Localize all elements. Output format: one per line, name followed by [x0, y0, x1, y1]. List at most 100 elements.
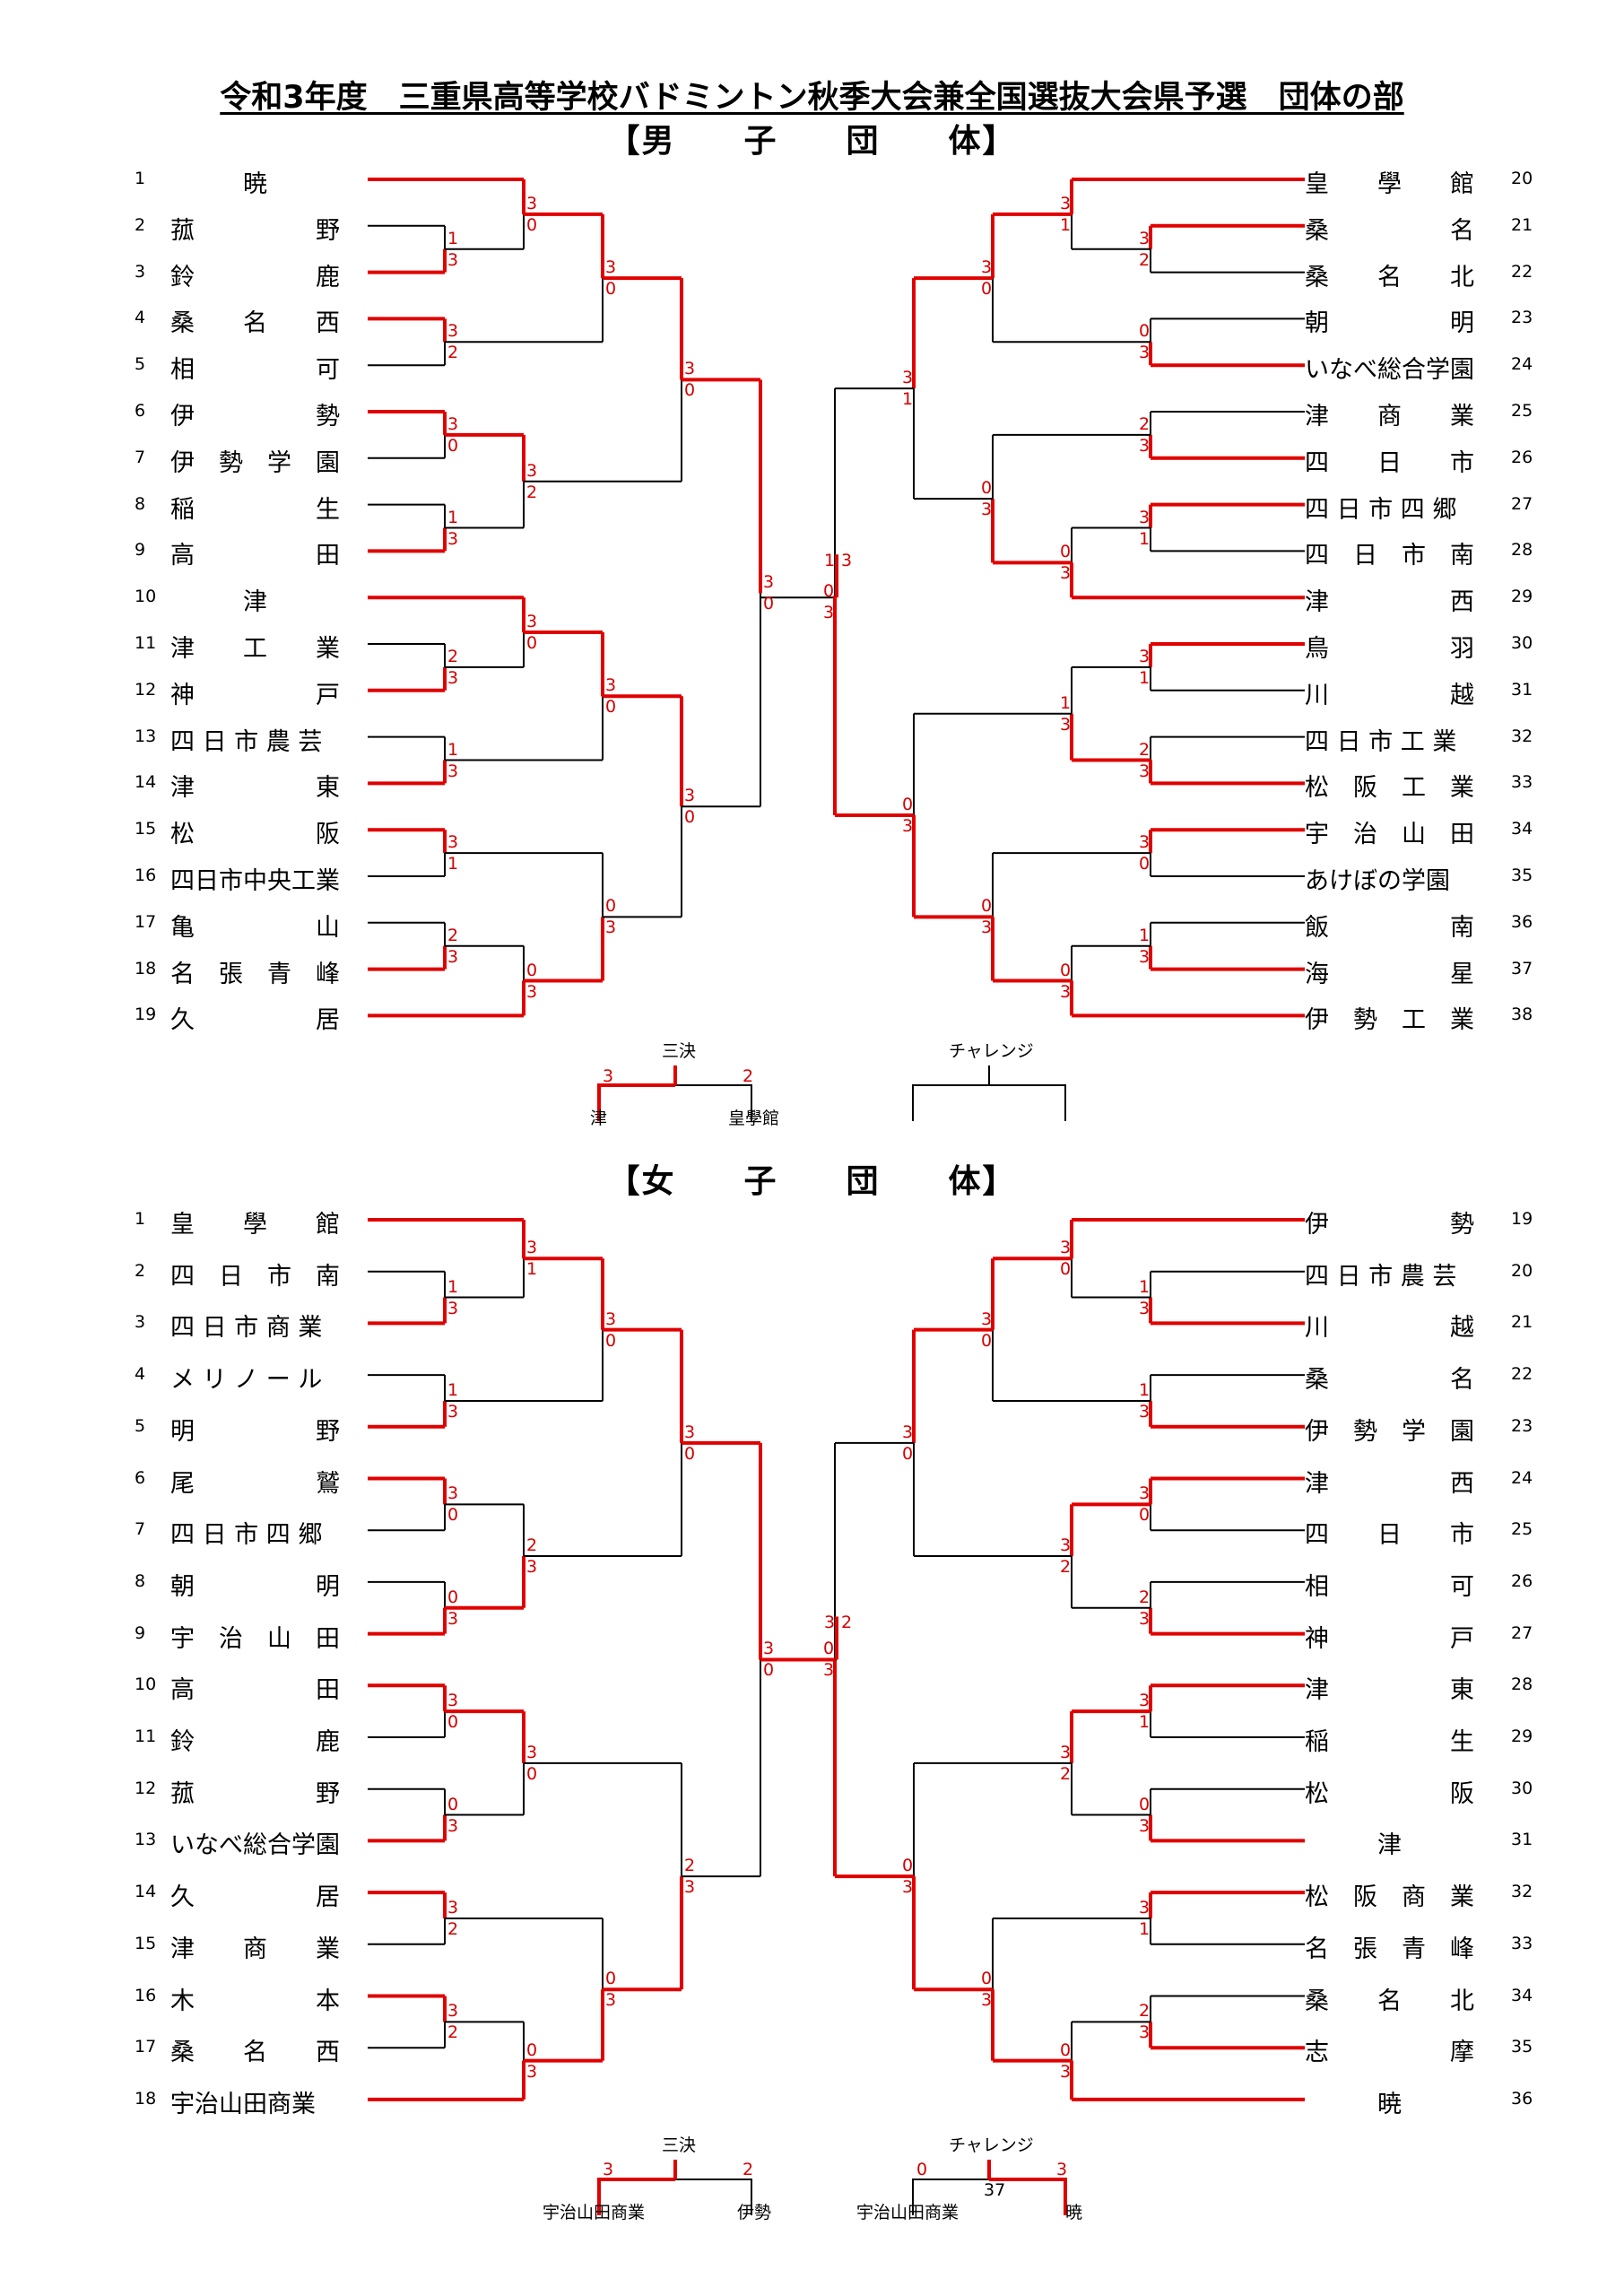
- team-number: 21: [1511, 214, 1533, 235]
- match-score: 3: [1060, 1238, 1072, 1258]
- match-score: 0: [605, 1330, 617, 1351]
- team-number: 34: [1511, 1985, 1533, 2005]
- match-score: 3: [1060, 193, 1072, 213]
- team-number: 15: [135, 1933, 157, 1953]
- match-score: 3: [1139, 1608, 1151, 1629]
- match-score: 3: [447, 413, 459, 434]
- team-number: 11: [135, 633, 157, 653]
- match-score: 3: [605, 1990, 617, 2011]
- match-score: 3: [1060, 563, 1072, 584]
- team-number: 9: [135, 540, 146, 561]
- match-score: 1: [1139, 1379, 1151, 1400]
- women-third-place-left-score: 3: [603, 2160, 614, 2179]
- team-name: 暁: [170, 170, 267, 198]
- women-third-place-right-team: 伊勢: [737, 2203, 772, 2222]
- match-score: 1: [526, 1259, 538, 1280]
- match-score: 1: [1060, 692, 1072, 713]
- team-number: 33: [1511, 772, 1533, 793]
- team-name: 津 工 業: [170, 635, 340, 663]
- team-name: 伊 勢 工 業: [1305, 1006, 1474, 1035]
- match-score: 3: [447, 946, 459, 967]
- team-number: 14: [135, 772, 157, 793]
- team-number: 28: [1511, 540, 1533, 561]
- team-name: 神 戸: [1305, 1624, 1474, 1653]
- team-name: 四 日 市 農 芸: [170, 727, 323, 756]
- match-score: 0: [1139, 854, 1151, 874]
- page-title: 令和3年度 三重県高等学校バドミントン秋季大会兼全国選抜大会県予選 団体の部: [0, 72, 1624, 117]
- team-name: 桑 名 北: [1305, 1987, 1474, 2015]
- match-score: 3: [447, 1815, 459, 1836]
- team-number: 3: [135, 261, 146, 282]
- winner-line: [597, 2178, 675, 2215]
- team-name: 四 日 市 工 業: [1305, 727, 1457, 756]
- team-number: 16: [135, 865, 157, 885]
- team-name: 高 田: [170, 1676, 340, 1705]
- match-score: 3: [447, 1691, 459, 1711]
- team-name: 伊 勢 学 園: [1305, 1417, 1474, 1446]
- match-score: 3: [1139, 1298, 1151, 1318]
- match-score: 3: [447, 1298, 459, 1318]
- winner-line: [833, 596, 837, 603]
- team-name: 松 阪: [1305, 1779, 1474, 1808]
- team-number: 27: [1511, 493, 1533, 514]
- team-name: 尾 鷲: [170, 1469, 340, 1498]
- team-number: 1: [135, 1209, 146, 1229]
- team-name: 四 日 市 農 芸: [1305, 1262, 1457, 1291]
- match-score: 1: [1139, 1918, 1151, 1939]
- team-name: 津 東: [1305, 1676, 1474, 1705]
- match-score: 0: [605, 896, 617, 917]
- team-number: 26: [1511, 1570, 1533, 1591]
- bracket-line: [760, 593, 837, 599]
- team-name: 松 阪 商 業: [1305, 1883, 1474, 1912]
- team-number: 23: [1511, 308, 1533, 328]
- match-score: 3: [526, 1742, 538, 1762]
- match-score: 3: [447, 832, 459, 853]
- match-score: 0: [526, 960, 538, 980]
- match-score: 3: [763, 1639, 775, 1659]
- team-name: 宇治山田商業: [170, 2090, 316, 2118]
- match-score: 0: [526, 633, 538, 654]
- match-score: 0: [605, 1969, 617, 1989]
- match-score: 0: [981, 478, 993, 499]
- women-challenge-label: チャレンジ: [949, 2135, 1034, 2155]
- team-name: 相 可: [170, 356, 340, 385]
- match-score: 3: [447, 528, 459, 549]
- match-score: 3: [526, 193, 538, 213]
- team-number: 24: [1511, 1467, 1533, 1488]
- match-score: 3: [981, 918, 993, 938]
- match-score: 1: [447, 1379, 459, 1400]
- match-score: 3: [447, 1401, 459, 1422]
- match-score: 3: [763, 572, 775, 593]
- match-score: 2: [447, 646, 459, 666]
- team-number: 31: [1511, 1830, 1533, 1850]
- match-score: 3: [684, 1422, 696, 1442]
- page-title-text: 令和3年度 三重県高等学校バドミントン秋季大会兼全国選抜大会県予選 団体の部: [220, 80, 1404, 116]
- team-name: 津 商 業: [170, 1935, 340, 1963]
- match-score: 0: [526, 1763, 538, 1784]
- team-name: 伊 勢: [170, 403, 340, 430]
- women-challenge-left-score: 0: [916, 2160, 928, 2179]
- match-score: 1: [447, 854, 459, 874]
- match-score: 0: [902, 795, 914, 814]
- team-name: 四 日 市: [1305, 448, 1474, 477]
- team-number: 13: [135, 1830, 157, 1850]
- team-name: いなべ総合学園: [1305, 356, 1474, 385]
- winner-line: [989, 2178, 1067, 2215]
- team-number: 34: [1511, 819, 1533, 839]
- team-name: 木 本: [170, 1987, 340, 2015]
- team-number: 26: [1511, 447, 1533, 467]
- match-score: 0: [1060, 542, 1072, 562]
- match-score: 3: [1060, 1535, 1072, 1556]
- team-name: 神 戸: [170, 681, 340, 709]
- team-number: 30: [1511, 633, 1533, 653]
- team-number: 14: [135, 1882, 157, 1902]
- team-name: 松 阪: [170, 821, 340, 849]
- match-score: 2: [447, 2022, 459, 2043]
- team-number: 18: [135, 2088, 157, 2109]
- match-score: 0: [1139, 1505, 1151, 1526]
- match-score: 3: [1139, 832, 1151, 853]
- match-score: 3: [447, 761, 459, 781]
- match-score: 2: [1060, 1763, 1072, 1784]
- match-score: 2: [447, 1918, 459, 1939]
- match-score: 3: [526, 981, 538, 1002]
